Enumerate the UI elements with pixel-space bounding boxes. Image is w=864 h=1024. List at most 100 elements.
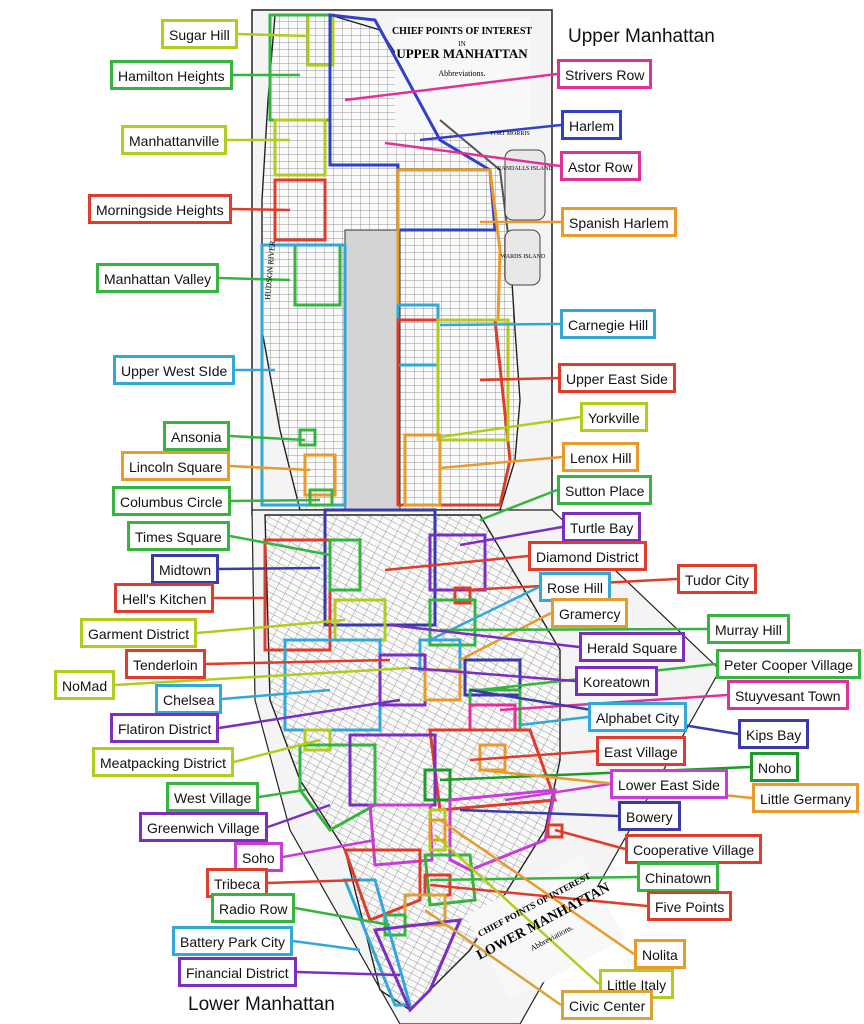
label-radio-row: Radio Row [211, 893, 296, 923]
outline-ansonia [298, 428, 317, 447]
leader-west-village [258, 788, 306, 799]
leader-five-points [429, 883, 648, 908]
outline-noho [423, 768, 452, 802]
outline-nolita [428, 818, 447, 842]
label-times-square: Times Square [127, 521, 230, 551]
label-upper-east-side: Upper East Side [558, 363, 676, 393]
label-midtown: Midtown [151, 554, 220, 584]
leader-tribeca [267, 878, 361, 885]
label-financial-district: Financial District [178, 957, 297, 987]
label-nolita: Nolita [634, 939, 686, 969]
upper-map-title-line2: IN [458, 40, 465, 48]
outline-tribeca [342, 848, 422, 922]
label-upper-west-side: Upper West SIde [113, 355, 236, 385]
leader-little-italy [434, 834, 600, 985]
leader-soho [282, 838, 376, 859]
upper-title-box [395, 18, 530, 133]
label-morningside-heights: Morningside Heights [88, 194, 232, 224]
outline-lenox-hill [403, 433, 442, 507]
leader-gramercy [459, 611, 552, 662]
outline-spanish-harlem [396, 168, 502, 322]
outline-east-village [428, 728, 558, 812]
label-koreatown: Koreatown [575, 666, 658, 696]
leader-manhattan-valley [218, 276, 291, 282]
leader-astor-row [384, 141, 561, 168]
leader-turtle-bay [459, 525, 563, 547]
label-sugar-hill: Sugar Hill [161, 19, 238, 49]
label-astor-row: Astor Row [560, 151, 641, 181]
label-harlem: Harlem [561, 110, 623, 140]
leader-financial-district [296, 970, 401, 977]
leader-greenwich-village [267, 803, 331, 829]
leader-sutton-place [479, 488, 558, 522]
label-east-village: East Village [596, 736, 686, 766]
outline-soho [368, 803, 434, 867]
label-spanish-harlem: Spanish Harlem [561, 207, 677, 237]
leader-lenox-hill [439, 455, 563, 470]
leader-tenderloin [205, 658, 391, 666]
label-battery-park-city: Battery Park City [172, 926, 294, 956]
label-meatpacking-district: Meatpacking District [92, 747, 235, 777]
label-stuyvesant-town: Stuyvesant Town [727, 680, 849, 710]
label-sutton-place: Sutton Place [557, 475, 653, 505]
leader-carnegie-hill [439, 322, 561, 327]
label-tenderloin: Tenderloin [125, 649, 206, 679]
label-greenwich-village: Greenwich Village [139, 812, 268, 842]
label-bowery: Bowery [618, 801, 681, 831]
outline-meatpacking-district [303, 728, 332, 752]
leader-nolita [439, 818, 635, 956]
label-west-village: West Village [166, 782, 260, 812]
label-alphabet-city: Alphabet City [588, 702, 688, 732]
leader-diamond-district [384, 554, 529, 572]
label-cooperative-village: Cooperative Village [625, 834, 763, 864]
label-garment-district: Garment District [80, 618, 198, 648]
label-tudor-city: Tudor City [677, 564, 758, 594]
label-hamilton-heights: Hamilton Heights [110, 60, 233, 90]
leader-midtown [218, 566, 321, 571]
outline-midtown [323, 508, 437, 627]
leader-yorkville [439, 415, 581, 439]
leader-upper-east-side [479, 376, 559, 382]
wards-island [504, 229, 541, 286]
label-herald-square: Herald Square [579, 632, 686, 662]
leader-east-village [469, 749, 597, 762]
outline-chinatown [423, 853, 477, 907]
leader-herald-square [389, 623, 580, 649]
leader-chelsea [221, 688, 331, 701]
outline-tudor-city [453, 586, 472, 605]
lower-manhattan-title: Lower Manhattan [188, 994, 335, 1015]
label-turtle-bay: Turtle Bay [562, 512, 642, 542]
label-lincoln-square: Lincoln Square [121, 451, 231, 481]
leader-koreatown [409, 666, 576, 683]
label-lower-east-side: Lower East Side [610, 769, 728, 799]
randalls-island [504, 149, 546, 221]
leader-times-square [229, 534, 331, 557]
label-yorkville: Yorkville [580, 402, 648, 432]
upper-manhattan-title: Upper Manhattan [568, 26, 715, 47]
label-manhattanville: Manhattanville [121, 125, 228, 155]
label-carnegie-hill: Carnegie Hill [560, 309, 657, 339]
leader-nomad [114, 666, 411, 687]
leader-flatiron-district [218, 698, 401, 730]
label-strivers-row: Strivers Row [557, 59, 653, 89]
upper-map-abbrev: Abbreviations. [438, 69, 485, 78]
label-murray-hill: Murray Hill [707, 614, 790, 644]
upper-map-randalls-island: RANDALLS ISLAND [497, 166, 553, 172]
label-flatiron-district: Flatiron District [110, 713, 220, 743]
outline-hells-kitchen [263, 538, 332, 652]
outline-times-square [328, 538, 362, 592]
label-chinatown: Chinatown [637, 862, 720, 892]
leader-ansonia [229, 434, 306, 442]
label-manhattan-valley: Manhattan Valley [96, 263, 220, 293]
leader-lincoln-square [229, 464, 311, 472]
outline-lincoln-square [303, 453, 337, 497]
outline-west-village [298, 743, 377, 832]
leader-cooperative-village [554, 828, 626, 851]
outline-battery-park-city [342, 878, 412, 1007]
label-soho: Soho [234, 842, 283, 872]
label-lenox-hill: Lenox Hill [562, 442, 640, 472]
leader-civic-center [424, 908, 562, 1007]
upper-map-wards-island: WARDS ISLAND [501, 254, 546, 260]
label-kips-bay: Kips Bay [738, 719, 810, 749]
